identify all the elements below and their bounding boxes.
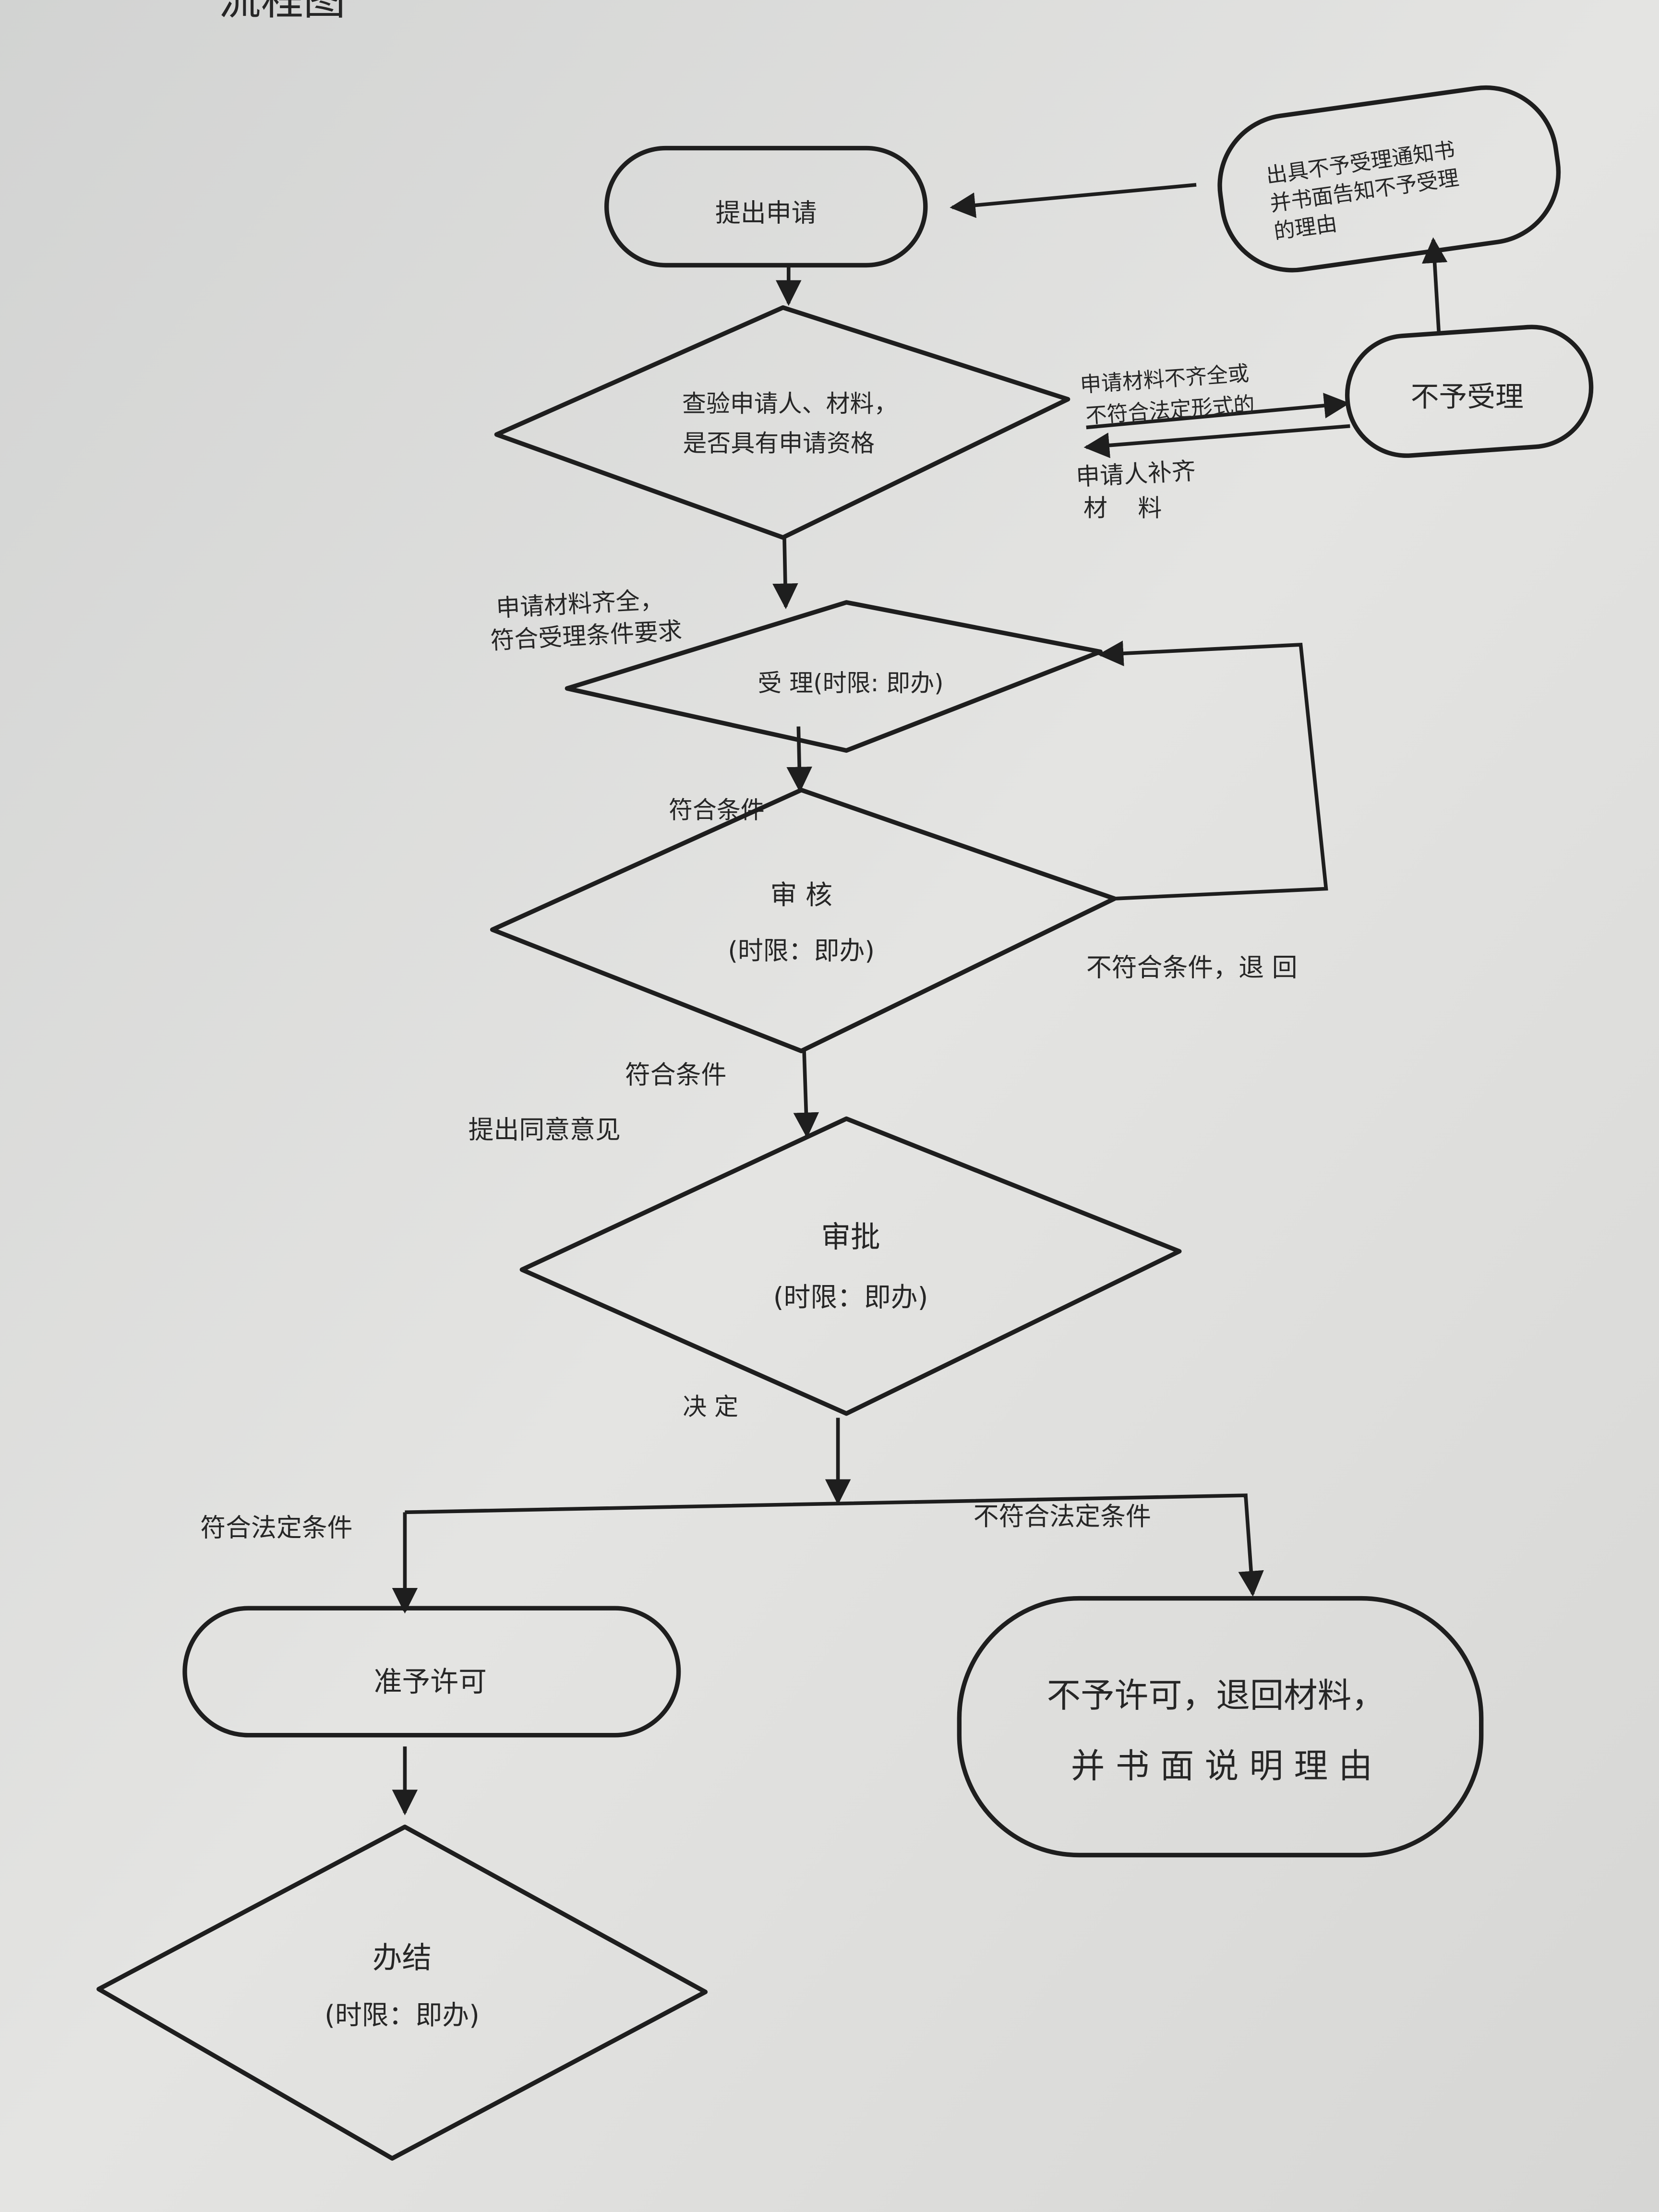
page-title: 流程图 <box>219 0 346 24</box>
arrow-branch-to-deny <box>1238 1495 1264 1597</box>
arrow-accept-to-review <box>786 726 812 793</box>
arrow-review-to-approve <box>793 1051 819 1139</box>
label-decide: 决 定 <box>683 1393 738 1421</box>
node-deny-line2: 并 书 面 说 明 理 由 <box>1071 1746 1372 1786</box>
label-unqualified-return: 不符合条件，退 回 <box>1086 953 1298 983</box>
arrow-not-accepted-to-check <box>1083 424 1350 458</box>
arrow-check-to-accept <box>772 537 798 610</box>
label-legal-no: 不符合法定条件 <box>974 1502 1151 1531</box>
arrow-not-accepted-to-notice <box>1421 237 1448 335</box>
label-qualified-1: 符合条件 <box>669 796 765 824</box>
node-accept-label: 受 理(时限: 即办) <box>757 669 943 697</box>
node-submit-application <box>604 145 928 268</box>
node-issue-notice <box>1217 85 1561 273</box>
node-approve-line2: (时限：即办) <box>773 1282 928 1313</box>
node-check-line1: 查验申请人、材料， <box>682 390 898 418</box>
node-approve <box>519 1116 1182 1416</box>
node-not-accepted-label: 不予受理 <box>1411 380 1524 413</box>
label-qualified-2: 符合条件 <box>625 1060 727 1090</box>
arrow-notice-to-submit <box>950 183 1197 218</box>
arrow-check-to-not-accepted <box>1086 393 1350 430</box>
node-deny-permit <box>957 1596 1484 1858</box>
node-deny-line1: 不予许可，退回材料， <box>1047 1676 1385 1715</box>
label-legal-yes: 符合法定条件 <box>200 1513 352 1542</box>
node-review-line1: 审 核 <box>770 880 832 911</box>
label-propose-agree: 提出同意意见 <box>469 1116 621 1145</box>
label-supplement-1: 申请人补齐 <box>1075 457 1196 491</box>
node-grant-label: 准予许可 <box>374 1665 487 1698</box>
label-supplement-2: 材 料 <box>1083 494 1162 522</box>
node-finish-line2: (时限：即办) <box>325 2000 480 2031</box>
node-approve-line1: 审批 <box>821 1220 880 1254</box>
node-submit-label: 提出申请 <box>715 198 817 228</box>
arrow-review-return-to-accept <box>1097 640 1328 901</box>
node-grant-permit <box>182 1606 681 1738</box>
node-finish-line1: 办结 <box>373 1941 432 1975</box>
node-check-qualification <box>494 305 1070 540</box>
node-review-line2: (时限：即办) <box>728 936 875 965</box>
node-check-line2: 是否具有申请资格 <box>683 429 874 457</box>
node-finish <box>96 1825 708 2161</box>
